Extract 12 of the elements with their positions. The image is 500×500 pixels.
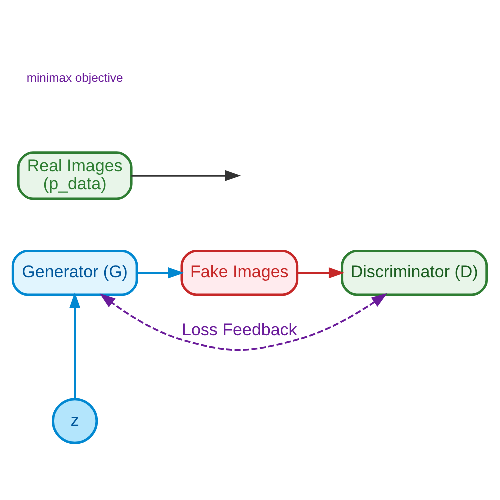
node-box: Real Images (p_data) <box>17 152 133 200</box>
arrow <box>100 293 388 352</box>
edge-label: Loss Feedback <box>182 320 298 340</box>
node-box: Discriminator (D) <box>341 250 488 296</box>
node-circle: z <box>52 398 98 444</box>
arrow <box>137 268 184 279</box>
arrow <box>132 170 242 182</box>
node-box: Generator (G) <box>12 250 138 296</box>
label: minimax objective <box>26 70 124 85</box>
arrow <box>298 268 345 279</box>
arrow <box>70 292 81 400</box>
node-box: Fake Images <box>180 250 299 296</box>
